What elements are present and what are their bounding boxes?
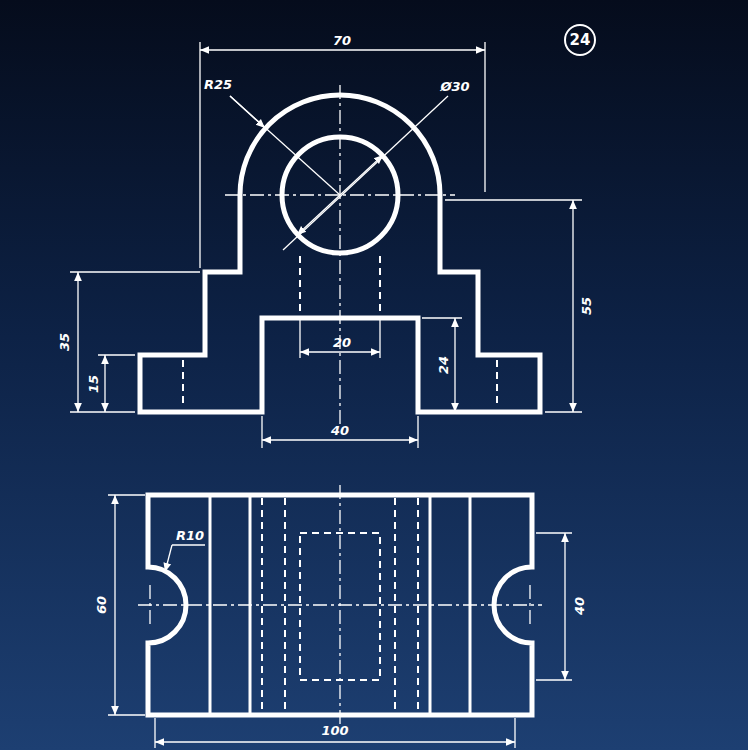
dimension-text: 100 xyxy=(319,723,350,738)
dimension-text: 55 xyxy=(579,295,594,317)
dimension-text: 70 xyxy=(331,33,353,48)
radius-text: R25 xyxy=(202,77,234,92)
dimension-text: 60 xyxy=(94,594,109,616)
diameter-text: Ø30 xyxy=(438,79,471,94)
dimension-text: 20 xyxy=(331,335,353,350)
dimension-text: 35 xyxy=(57,331,72,353)
dimension-text: 24 xyxy=(436,354,451,376)
radius-text: R10 xyxy=(174,528,206,543)
dimension-text: 40 xyxy=(329,423,351,438)
dimension-text: 40 xyxy=(572,595,587,617)
dimension-text: 15 xyxy=(86,373,101,395)
callout-number: 24 xyxy=(568,32,593,49)
